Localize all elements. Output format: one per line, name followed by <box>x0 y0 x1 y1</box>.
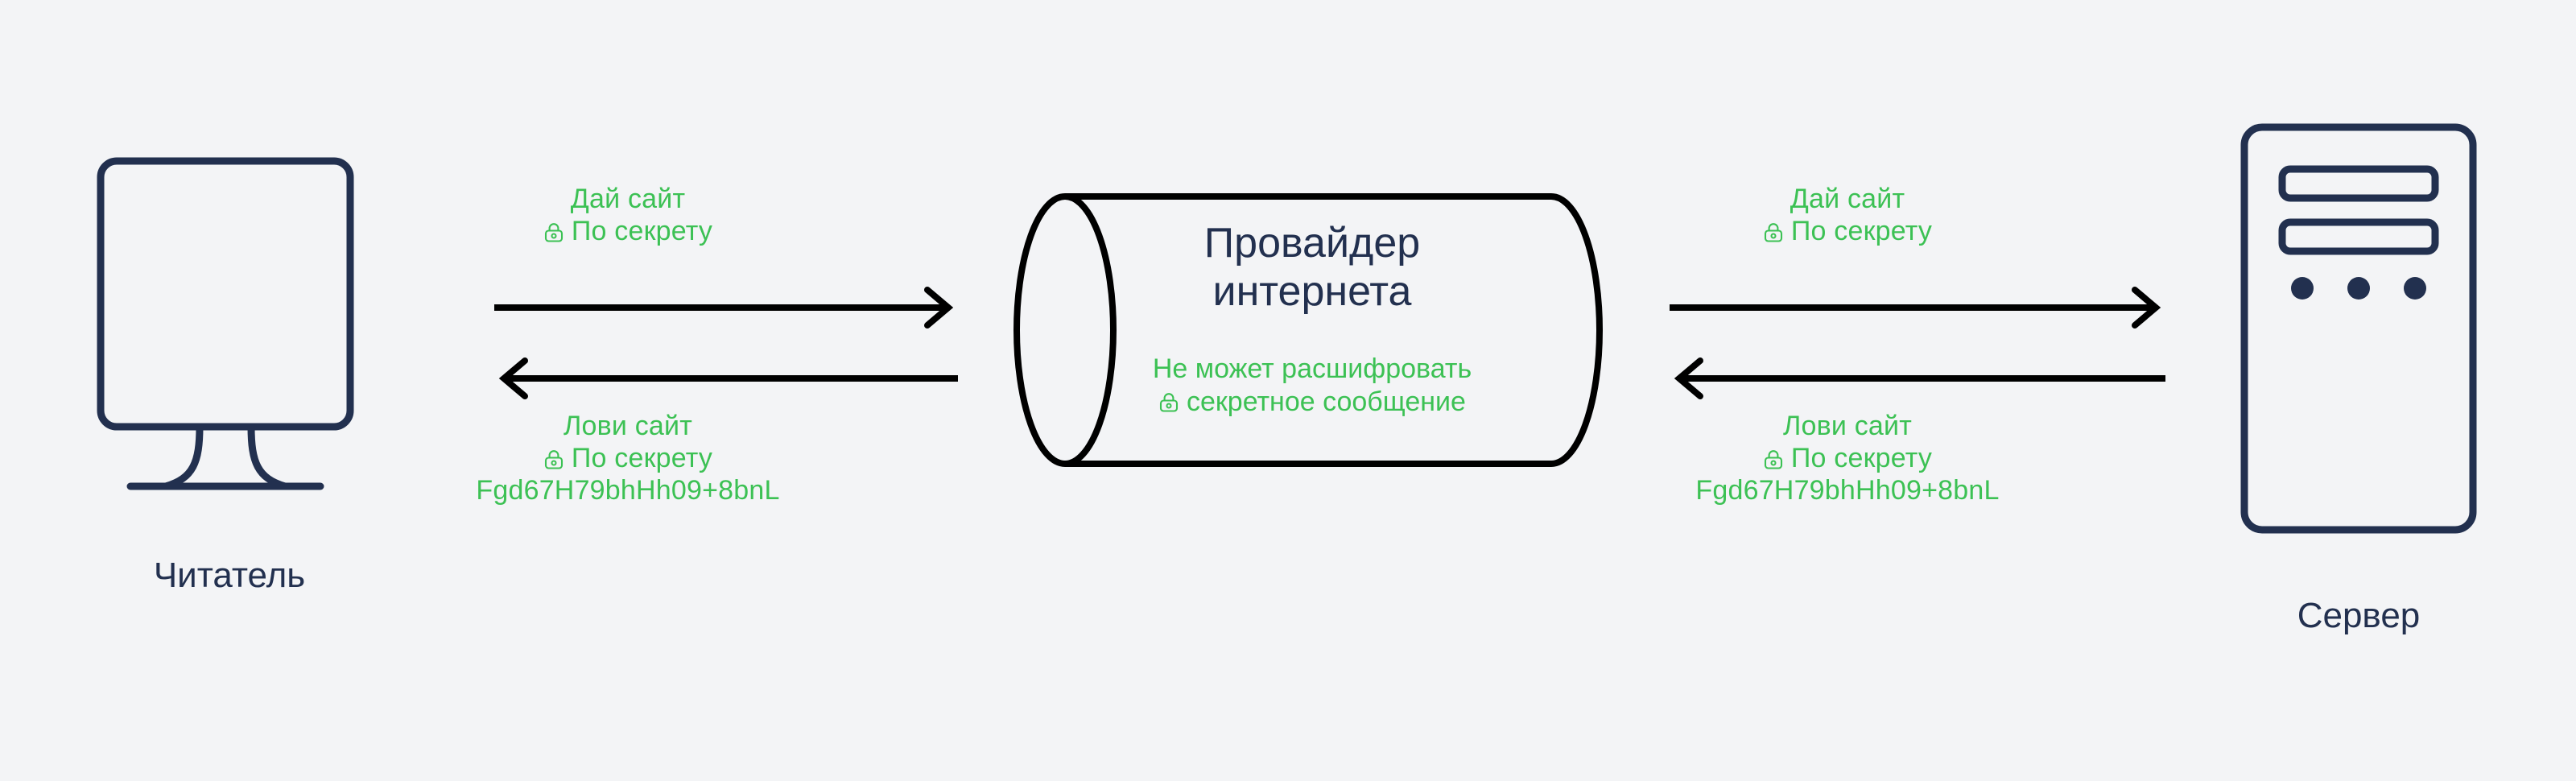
provider-subtitle-line2-row: секретное сообщение <box>1095 386 1530 419</box>
lock-icon <box>543 222 564 243</box>
left-request-line1: Дай сайт <box>570 184 686 214</box>
right-response-line1: Лови сайт <box>1783 411 1912 441</box>
right-response-ciphertext: Fgd67H79bhHh09+8bnL <box>1695 474 2000 506</box>
arrow-left-icon <box>1668 354 2167 403</box>
lock-icon <box>1763 222 1784 243</box>
right-request-line2: По секрету <box>1790 215 1933 246</box>
right-request-line2-row: По секрету <box>1686 216 2008 248</box>
arrow-right-icon <box>493 283 960 332</box>
right-response-line2: По секрету <box>1790 442 1933 473</box>
server-tower-icon <box>2238 121 2479 539</box>
right-response-label: Лови сайт По секрету Fgd67H79bhHh09+8bnL <box>1686 411 2008 506</box>
left-request-label: Дай сайт По секрету <box>467 184 789 248</box>
arrow-right-icon <box>1668 283 2167 332</box>
left-request-line2-row: По секрету <box>467 216 789 248</box>
left-node-caption: Читатель <box>153 556 306 595</box>
left-response-line2-row: По секрету <box>467 443 789 475</box>
lock-icon <box>1158 392 1179 413</box>
provider-title-line1: Провайдер <box>1203 220 1421 267</box>
right-node-caption: Сервер <box>2297 596 2421 635</box>
provider-subtitle-line2: секретное сообщение <box>1187 386 1466 417</box>
right-response-line2-row: По секрету <box>1686 443 2008 475</box>
lock-icon <box>543 449 564 470</box>
left-response-line1: Лови сайт <box>564 411 692 441</box>
left-request-line2: По секрету <box>571 215 713 246</box>
cylinder-pipe-icon <box>1010 189 1610 471</box>
arrow-left-icon <box>493 354 960 403</box>
right-request-label: Дай сайт По секрету <box>1686 184 2008 248</box>
lock-icon <box>1763 449 1784 470</box>
provider-title-line2: интернета <box>1212 268 1412 316</box>
provider-subtitle: Не может расшифровать секретное сообщени… <box>1095 353 1530 419</box>
left-response-line2: По секрету <box>571 442 713 473</box>
provider-subtitle-line1: Не может расшифровать <box>1152 353 1472 384</box>
left-response-ciphertext: Fgd67H79bhHh09+8bnL <box>476 474 780 506</box>
provider-title: Провайдер интернета <box>1119 219 1505 316</box>
desktop-monitor-icon <box>80 145 370 499</box>
right-request-line1: Дай сайт <box>1790 184 1905 214</box>
left-response-label: Лови сайт По секрету Fgd67H79bhHh09+8bnL <box>467 411 789 506</box>
